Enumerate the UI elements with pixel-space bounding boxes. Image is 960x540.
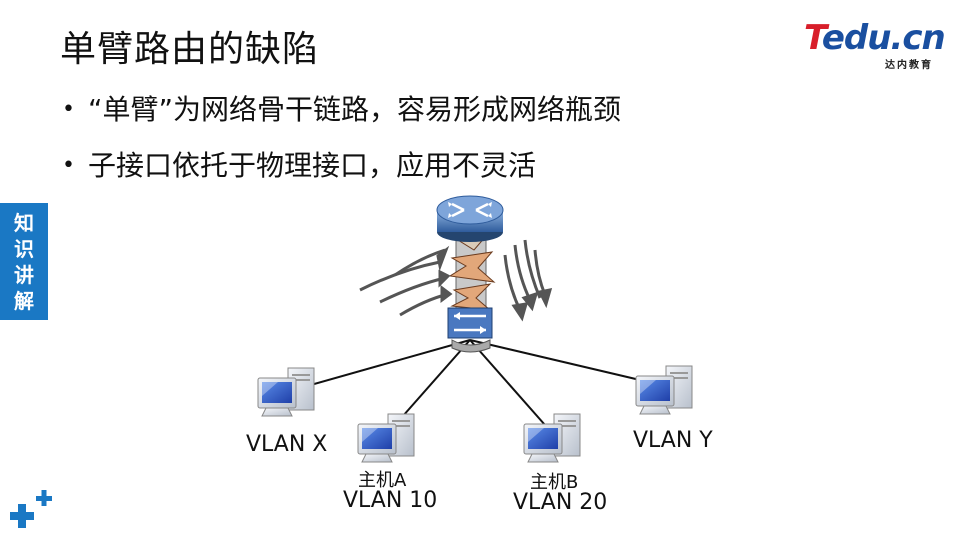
host-name-label: 主机A [358,470,407,491]
bullet-text: “单臂”为网络骨干链路，容易形成网络瓶颈 [88,93,622,126]
computer-icon-vlan-x [257,367,315,417]
pressure-arrows-right [503,239,553,322]
plus-decoration-icon [10,490,52,528]
host-vlan-label: VLAN 20 [513,490,608,515]
computer-icon-vlan-y [635,365,693,415]
side-section-tab: 知 识 讲 解 [0,203,48,320]
link-host-b [469,339,546,426]
pressure-arrows-left [359,245,453,317]
logo-subtitle: 达内教育 [885,60,933,71]
side-tab-char: 解 [14,288,34,313]
tedu-logo: Tedu.cn 达内教育 [800,18,946,71]
bullet-item: • 子接口依托于物理接口，应用不灵活 [62,148,621,204]
logo-wordmark: Tedu.cn [804,18,946,58]
side-tab-char: 知 [14,210,34,235]
bullet-dot: • [62,97,75,122]
computer-icon-host-a [357,413,415,463]
link-host-a [394,339,471,426]
computer-icon-host-b [523,413,581,463]
side-tab-char: 识 [14,236,34,261]
link-vlan-y [469,339,641,381]
host-name-label: 主机B [530,472,579,493]
host-vlan-label: VLAN Y [633,428,713,453]
bullet-text: 子接口依托于物理接口，应用不灵活 [88,149,537,182]
switch-icon [447,307,493,353]
network-links [299,339,641,426]
link-vlan-x [299,339,471,389]
host-vlan-label: VLAN 10 [343,488,438,513]
router-icon [436,195,504,242]
bullet-dot: • [62,153,75,178]
host-vlan-label: VLAN X [246,432,328,457]
side-tab-char: 讲 [14,262,34,287]
bullet-list: • “单臂”为网络骨干链路，容易形成网络瓶颈 • 子接口依托于物理接口，应用不灵活 [62,92,621,204]
slide-title: 单臂路由的缺陷 [60,29,320,70]
bullet-item: • “单臂”为网络骨干链路，容易形成网络瓶颈 [62,92,621,148]
